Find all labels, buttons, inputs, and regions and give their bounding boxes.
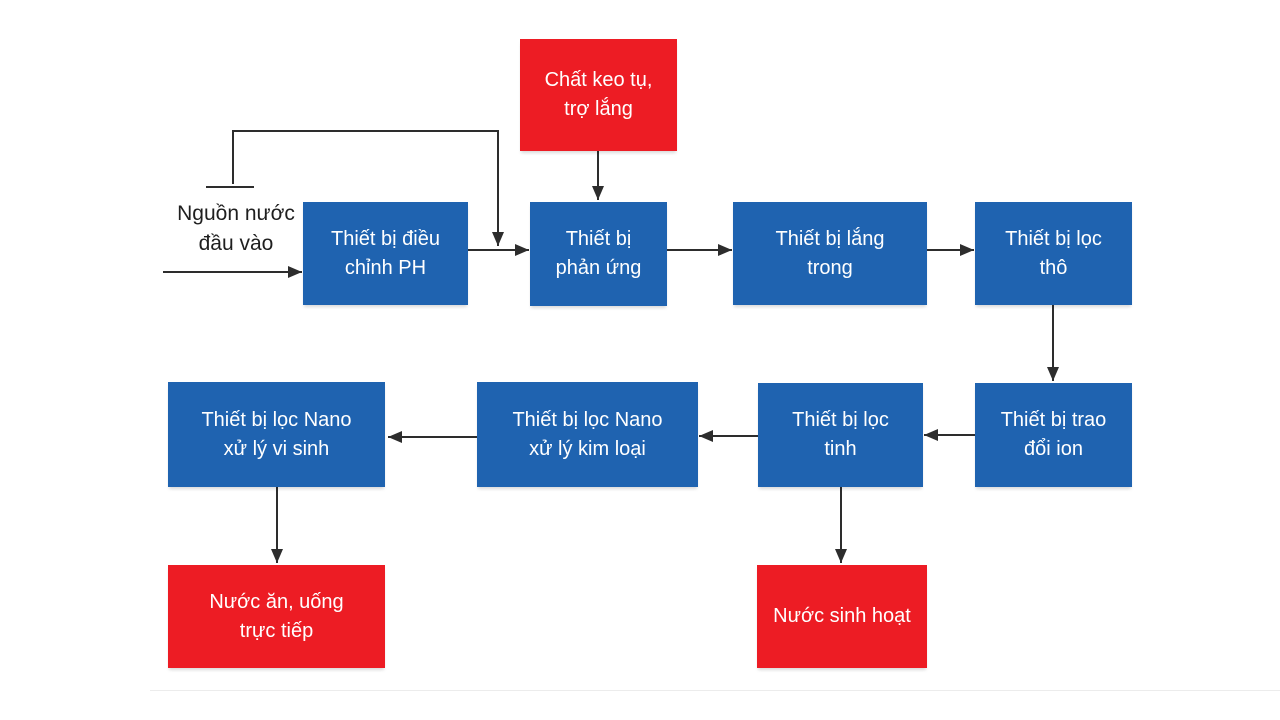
node-domestic-water: Nước sinh hoạt	[757, 565, 927, 668]
node-ion-exchange: Thiết bị trao đổi ion	[975, 383, 1132, 487]
node-reactor: Thiết bị phản ứng	[530, 202, 667, 306]
node-nano-micro-filter: Thiết bị lọc Nano xử lý vi sinh	[168, 382, 385, 487]
node-coagulant: Chất keo tụ, trợ lắng	[520, 39, 677, 151]
node-fine-filter: Thiết bị lọc tinh	[758, 383, 923, 487]
node-settler: Thiết bị lắng trong	[733, 202, 927, 305]
node-drinking-water: Nước ăn, uống trực tiếp	[168, 565, 385, 668]
node-coarse-filter: Thiết bị lọc thô	[975, 202, 1132, 305]
source-water-label: Nguồn nước đầu vào	[177, 202, 295, 255]
node-ph-adjuster: Thiết bị điều chỉnh PH	[303, 202, 468, 305]
image-bottom-edge	[150, 690, 1280, 691]
node-nano-metal-filter: Thiết bị lọc Nano xử lý kim loại	[477, 382, 698, 487]
